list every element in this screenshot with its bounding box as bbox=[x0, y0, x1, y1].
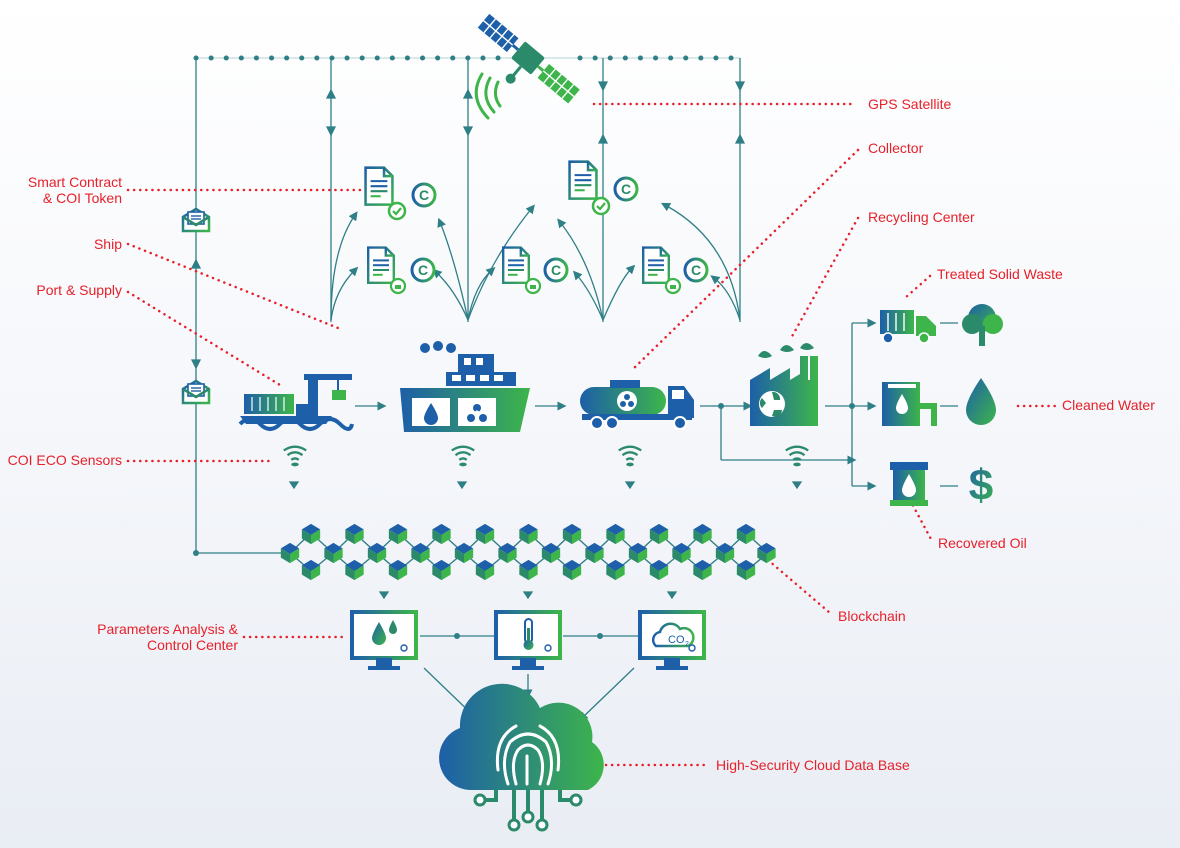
tanker-truck-icon bbox=[580, 380, 694, 430]
contract-icon bbox=[641, 246, 671, 285]
leader-lines bbox=[126, 102, 1057, 767]
blockchain-cube-icon bbox=[562, 559, 582, 581]
satellite-icon bbox=[474, 13, 580, 120]
check-badge-icon bbox=[387, 196, 611, 221]
blockchain-cube-icon bbox=[649, 559, 669, 581]
sensor-icon bbox=[617, 445, 643, 468]
cloud-fingerprint-icon bbox=[439, 683, 604, 832]
blockchain-cube-icon bbox=[432, 559, 451, 581]
envelope-icon bbox=[181, 207, 211, 233]
blockchain-label: Blockchain bbox=[838, 608, 906, 624]
blockchain-cube-icon bbox=[475, 559, 495, 581]
tree-icon bbox=[962, 304, 1003, 346]
blockchain-cube-icon bbox=[519, 559, 538, 581]
lock-badge-icon bbox=[389, 277, 682, 295]
ship-label: Ship bbox=[93, 236, 122, 252]
smart-contract-label-line2: & COI Token bbox=[42, 190, 122, 206]
ship-icon bbox=[400, 341, 530, 432]
cloud-database-label: High-Security Cloud Data Base bbox=[716, 757, 910, 773]
coi-eco-sensors-label: COI ECO Sensors bbox=[7, 452, 122, 468]
thermometer-icon bbox=[523, 618, 534, 650]
connection-lines bbox=[190, 55, 958, 724]
blockchain-cube-icon bbox=[432, 523, 451, 545]
monitor-icon bbox=[494, 610, 562, 670]
water-tank-icon bbox=[882, 382, 937, 426]
blockchain-cube-icon bbox=[736, 523, 756, 545]
blockchain-cube-icon bbox=[388, 523, 408, 545]
svg-text:$: $ bbox=[969, 461, 993, 510]
contract-icon bbox=[501, 246, 531, 285]
sensor-icon bbox=[282, 445, 308, 468]
svg-text:C: C bbox=[691, 262, 701, 278]
blockchain-cube-icon bbox=[606, 523, 625, 545]
factory-icon bbox=[750, 343, 818, 426]
smart-contract-label-line1: Smart Contract bbox=[27, 174, 122, 190]
recovered-oil-label: Recovered Oil bbox=[938, 535, 1027, 551]
svg-text:C: C bbox=[418, 262, 428, 278]
contract-icon bbox=[568, 160, 598, 200]
treated-solid-waste-label: Treated Solid Waste bbox=[937, 266, 1063, 282]
parameters-analysis-label-line1: Parameters Analysis & bbox=[97, 621, 238, 637]
dollar-icon: $ bbox=[969, 461, 993, 510]
water-drop-icon bbox=[966, 378, 996, 425]
oil-barrel-icon bbox=[890, 462, 928, 506]
svg-text:C: C bbox=[621, 181, 631, 197]
blockchain-chain bbox=[280, 523, 776, 581]
gps-satellite-label: GPS Satellite bbox=[868, 96, 952, 112]
monitor-icon bbox=[350, 610, 418, 670]
blockchain-cube-icon bbox=[606, 559, 625, 581]
blockchain-cube-icon bbox=[693, 559, 712, 581]
cleaned-water-label: Cleaned Water bbox=[1062, 397, 1155, 413]
blockchain-cube-icon bbox=[519, 523, 538, 545]
blockchain-cube-icon bbox=[345, 559, 364, 581]
blockchain-cube-icon bbox=[301, 559, 321, 581]
blockchain-cube-icon bbox=[475, 523, 495, 545]
port-supply-label: Port & Supply bbox=[36, 282, 122, 298]
monitor-icon: CO 2 bbox=[638, 610, 706, 670]
sensor-icon bbox=[784, 445, 810, 468]
blockchain-cube-icon bbox=[693, 523, 712, 545]
svg-text:C: C bbox=[551, 262, 561, 278]
truck-icon bbox=[880, 310, 936, 344]
sensor-icon bbox=[450, 445, 476, 468]
parameters-analysis-label: Parameters Analysis & Control Center bbox=[97, 621, 238, 653]
recycling-center-label: Recycling Center bbox=[868, 209, 975, 225]
svg-text:2: 2 bbox=[685, 641, 689, 648]
collector-label: Collector bbox=[868, 140, 924, 156]
parameters-analysis-label-line2: Control Center bbox=[146, 637, 238, 653]
blockchain-cube-icon bbox=[345, 523, 364, 545]
smart-contract-label: Smart Contract & COI Token bbox=[28, 174, 122, 206]
svg-text:C: C bbox=[419, 187, 429, 203]
blockchain-cube-icon bbox=[388, 559, 408, 581]
port-crane-icon bbox=[238, 374, 354, 431]
token-icon: C C C C C bbox=[410, 176, 709, 283]
envelope-icon bbox=[181, 379, 211, 405]
svg-text:CO: CO bbox=[668, 634, 685, 646]
blockchain-cube-icon bbox=[736, 559, 756, 581]
blockchain-cube-icon bbox=[562, 523, 582, 545]
blockchain-cube-icon bbox=[649, 523, 669, 545]
contract-icon bbox=[364, 166, 394, 206]
contract-icon bbox=[366, 246, 396, 285]
blockchain-cube-icon bbox=[301, 523, 321, 545]
